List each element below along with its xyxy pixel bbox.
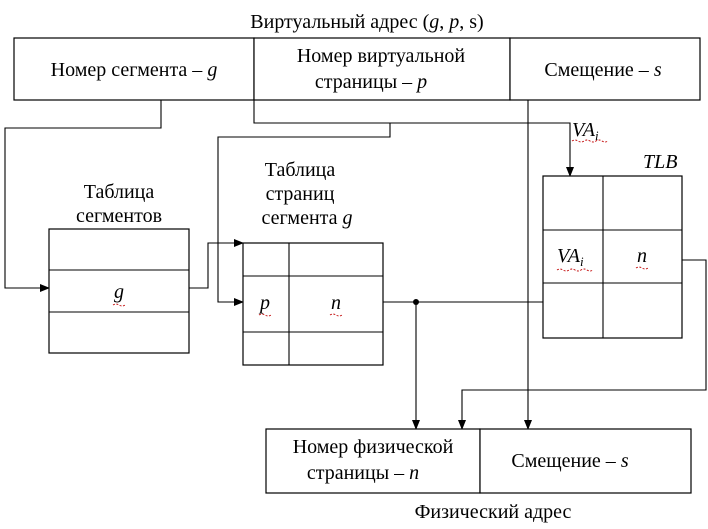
segment-to-segtable-arrow [4,100,162,292]
spellcheck-underline [258,313,272,317]
va-to-tlb-arrow [390,122,574,177]
page-table-title-line2: страниц [266,183,335,205]
physical-offset-label: Смещение – s [511,450,628,472]
spellcheck-underline [556,268,594,272]
segment-table-entry-g: g [114,281,124,303]
page-table-entry-p: p [258,292,270,314]
physical-frame-label-line1: Номер физической [293,436,454,458]
tlb-entry-n: n [637,245,647,267]
tlb-table [542,175,683,339]
virtual-address-title: Виртуальный адрес (g, p, s) [250,11,483,33]
page-table-entry-n: n [331,292,341,314]
segtable-to-pagetable-arrow [189,239,244,289]
page-table-title-line3: сегмента g [261,207,352,229]
page-table-title-line1: Таблица [265,159,336,181]
physical-frame-label-line2: страницы – n [307,462,419,484]
virtual-page-label-line1: Номер виртуальной [297,45,466,67]
spellcheck-underline [112,303,126,307]
spellcheck-underline [571,139,609,143]
segment-number-label: Номер сегмента – g [51,59,218,81]
physical-offset-field [479,428,692,494]
physical-address-caption: Физический адрес [415,501,572,523]
virtual-page-number-field [253,37,511,101]
tlb-to-frame-arrow [458,259,707,430]
spellcheck-underline [329,313,343,317]
virtual-page-label-line2: страницы – p [315,71,427,93]
page-to-pagetable-arrow [217,100,391,306]
tlb-title: TLB [643,151,677,173]
virtual-offset-field [509,37,701,101]
va-label: VAi [572,119,599,143]
segment-number-field [13,37,255,101]
tlb-entry-va: VAi [557,245,584,269]
physical-frame-field [265,428,481,494]
virtual-offset-label: Смещение – s [544,59,661,81]
segment-table-title-line1: Таблица [84,181,155,203]
page-table [242,242,384,366]
segment-table-title-line2: сегментов [76,205,162,227]
spellcheck-underline [635,266,649,270]
segment-table [48,228,190,354]
